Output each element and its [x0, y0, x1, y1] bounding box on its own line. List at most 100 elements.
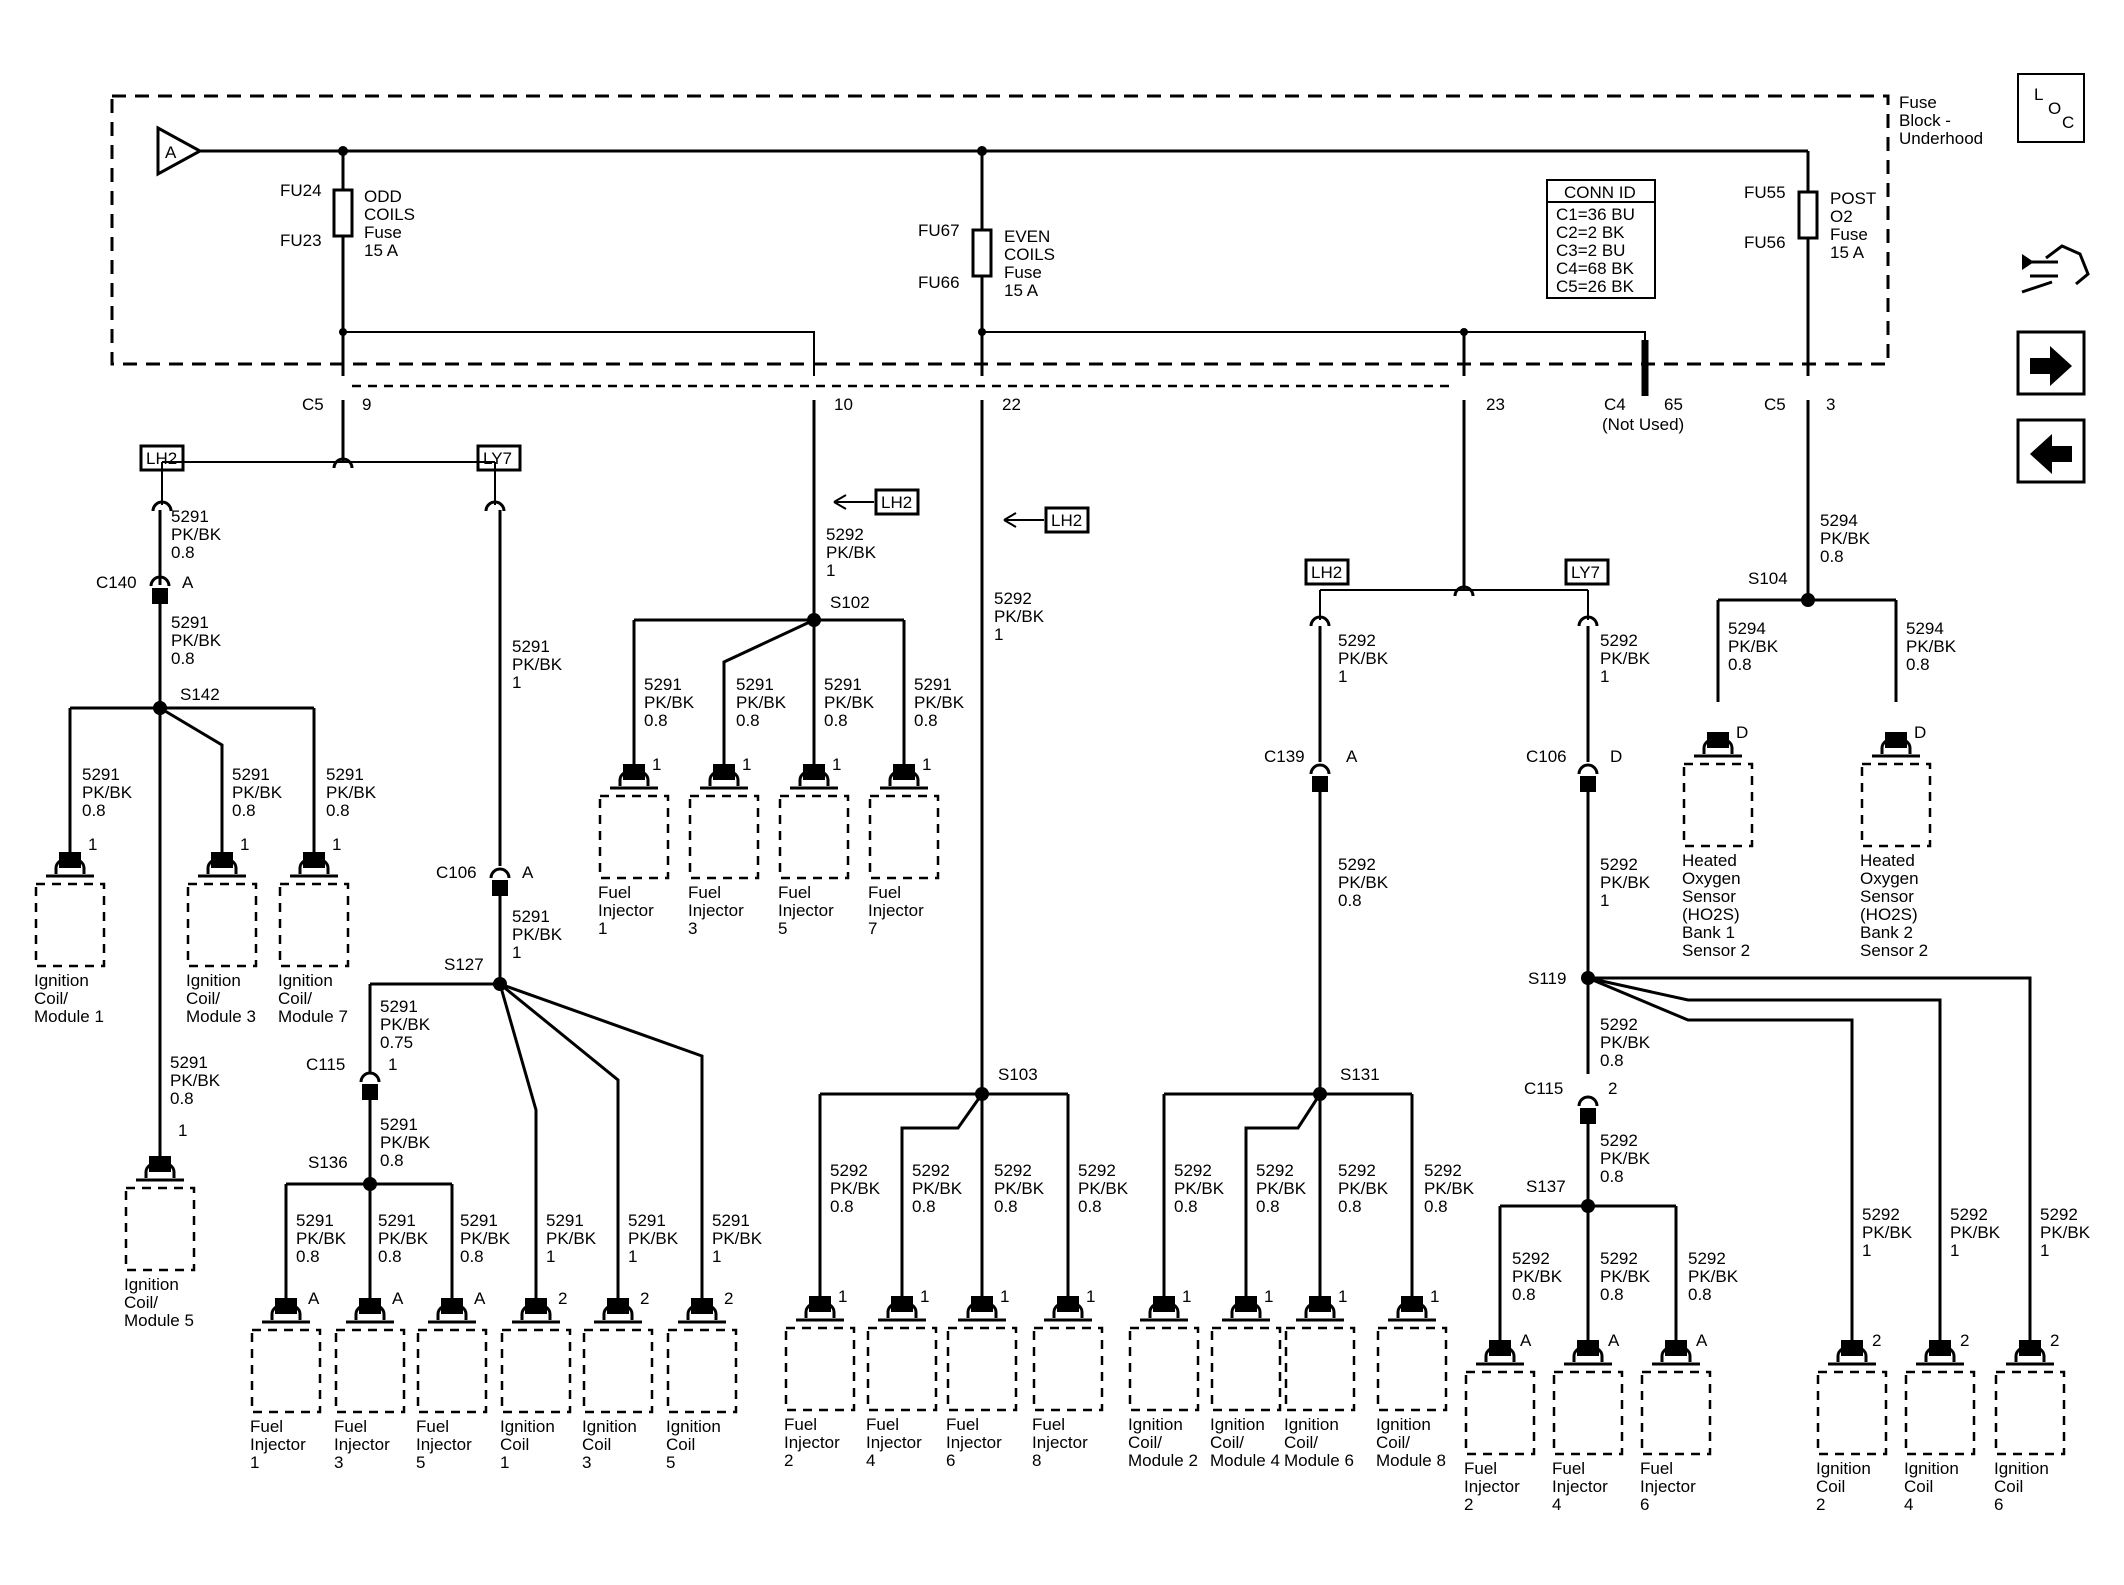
tag-lh2-pin22-label: LH2	[1051, 511, 1082, 530]
c115-right-pin: 2	[1608, 1079, 1617, 1098]
ign-coil-module-4-label-1: Ignition	[1210, 1415, 1265, 1434]
previous-page-button[interactable]	[2016, 418, 2086, 484]
ign-coil-module-1-body	[34, 882, 106, 968]
wire-label-s102-5-3: 0.8	[824, 711, 848, 730]
ho2s-bank2-sensor2-label-6: Sensor 2	[1860, 941, 1928, 960]
harness-arrow-icon	[2022, 254, 2034, 270]
lh2-pin10-arrow-icon	[833, 494, 874, 510]
ign-coil-module-6-label-3: Module 6	[1284, 1451, 1354, 1470]
wire-label-c106-right-1: 5292	[1600, 855, 1638, 874]
ign-coil-module-5-pin-block	[149, 1156, 171, 1172]
arrow-left-icon	[2030, 434, 2072, 474]
ign-coil-module-1-label-2: Coil/	[34, 989, 68, 1008]
wire-label-s119-coil2-1: 5292	[1862, 1205, 1900, 1224]
next-page-button[interactable]	[2016, 330, 2086, 396]
s137-inj4-pin-block	[1577, 1340, 1599, 1356]
c115-right-id: C115	[1524, 1079, 1563, 1098]
s103-inj8-pin-block	[1057, 1296, 1079, 1312]
wire-label-coil5-3: 0.8	[170, 1089, 194, 1108]
wire-label-a-2: PK/BK	[171, 525, 222, 544]
s102-inj1-body	[598, 794, 670, 880]
s127-coil3-pin-block	[607, 1298, 629, 1314]
s127-coil1-pin: 2	[558, 1289, 567, 1308]
ho2s-bank1-sensor2-label-3: Sensor	[1682, 887, 1736, 906]
odd-branch-to-pin10	[343, 331, 815, 376]
post-fuse-name-4: 15 A	[1830, 243, 1865, 262]
ign-coil-module-6-pin: 1	[1338, 1287, 1347, 1306]
c106-right-pin: D	[1610, 747, 1622, 766]
even-fuse-name-3: Fuse	[1004, 263, 1042, 282]
s102-inj3-body	[688, 794, 760, 880]
s103-inj8-label-2: Injector	[1032, 1433, 1088, 1452]
s137-label: S137	[1526, 1177, 1566, 1196]
s137-inj2-pin-block	[1489, 1340, 1511, 1356]
wire-label-ly7-right-3: 1	[1600, 667, 1609, 686]
ho2s-bank1-sensor2-pin: D	[1736, 723, 1748, 742]
s127-coil5-body	[666, 1328, 738, 1414]
ign-coil-module-5-label-2: Coil/	[124, 1293, 158, 1312]
ign-coil-module-6-label-1: Ignition	[1284, 1415, 1339, 1434]
wire-label-s103-6-3: 0.8	[994, 1197, 1018, 1216]
wire-label-lh2-right-1: 5292	[1338, 631, 1376, 650]
split-left-arch	[332, 457, 354, 469]
s119-coil2-pin: 2	[1872, 1331, 1881, 1350]
s103-inj2-pin: 1	[838, 1287, 847, 1306]
ho2s-bank2-sensor2-label-4: (HO2S)	[1860, 905, 1918, 924]
tag-ly7-left-box	[476, 444, 522, 472]
c5-left-label: C5	[302, 395, 324, 414]
wire-label-a-1: 5291	[171, 507, 209, 526]
wire-label-s102-7-1: 5291	[914, 675, 952, 694]
c5-pin-9: 9	[362, 395, 371, 414]
coil1-pin: 1	[88, 835, 97, 854]
wire-label-s102-1-1: 5291	[644, 675, 682, 694]
loc-letter-l: L	[2034, 85, 2043, 104]
s137-inj4-body	[1552, 1370, 1624, 1456]
wire-label-lycoil3-1: 5291	[628, 1211, 666, 1230]
c140-id: C140	[96, 573, 137, 592]
wire-label-s137-4-3: 0.8	[1600, 1285, 1624, 1304]
loc-letter-o: O	[2048, 99, 2061, 118]
ign-coil-module-1-label-3: Module 1	[34, 1007, 104, 1026]
s102-inj7-pin-block	[893, 764, 915, 780]
wire-label-pin22-1: 5292	[994, 589, 1032, 608]
ign-coil-module-4-label-3: Module 4	[1210, 1451, 1280, 1470]
s137-inj2-body	[1464, 1370, 1536, 1456]
wire-label-s103-2-2: PK/BK	[830, 1179, 881, 1198]
c115-left-arch	[359, 1071, 381, 1083]
lh2-left-break-arch	[151, 500, 173, 512]
post-fuse-bottom-id: FU56	[1744, 233, 1786, 252]
loc-button[interactable]: L O C	[2017, 73, 2085, 143]
s119-coil4-pin: 2	[1960, 1331, 1969, 1350]
wire-label-075-2: PK/BK	[380, 1015, 431, 1034]
s137-inj6-pin: A	[1696, 1331, 1708, 1350]
s102-inj1-label-3: 1	[598, 919, 607, 938]
connector-view-button[interactable]	[2021, 244, 2090, 294]
wire-label-ly7-1: 5291	[512, 637, 550, 656]
wire-label-s102-3-2: PK/BK	[736, 693, 787, 712]
wire-label-s137-2-3: 0.8	[1512, 1285, 1536, 1304]
s119-coil4-label-2: Coil	[1904, 1477, 1933, 1496]
s119-coil6-pin-block	[2019, 1340, 2041, 1356]
wire-label-s103-4-3: 0.8	[912, 1197, 936, 1216]
s127-coil3-body	[582, 1328, 654, 1414]
ign-coil-module-3-label-1: Ignition	[186, 971, 241, 990]
ho2s-bank1-sensor2-label-1: Heated	[1682, 851, 1737, 870]
ign-coil-module-8-pin: 1	[1430, 1287, 1439, 1306]
even-branch-to-c4	[982, 331, 1646, 376]
s102-inj3-pin-block	[713, 764, 735, 780]
s102-inj1-label-2: Injector	[598, 901, 654, 920]
s119-coil2-label-1: Ignition	[1816, 1459, 1871, 1478]
wire-label-s102-3-3: 0.8	[736, 711, 760, 730]
s103-inj2-label-2: Injector	[784, 1433, 840, 1452]
ign-coil-module-4-body	[1210, 1326, 1282, 1412]
s131-label: S131	[1340, 1065, 1380, 1084]
wire-label-s102-5-1: 5291	[824, 675, 862, 694]
wire-label-coil5-1: 5291	[170, 1053, 208, 1072]
wire-label-s102-1-2: PK/BK	[644, 693, 695, 712]
ign-coil-module-7-label-3: Module 7	[278, 1007, 348, 1026]
fuse-block-title-1: Fuse	[1899, 93, 1937, 112]
s127-coil3-pin: 2	[640, 1289, 649, 1308]
s102-inj7-pin: 1	[922, 755, 931, 774]
s136-label: S136	[308, 1153, 348, 1172]
wire-label-s102-1-3: 0.8	[644, 711, 668, 730]
